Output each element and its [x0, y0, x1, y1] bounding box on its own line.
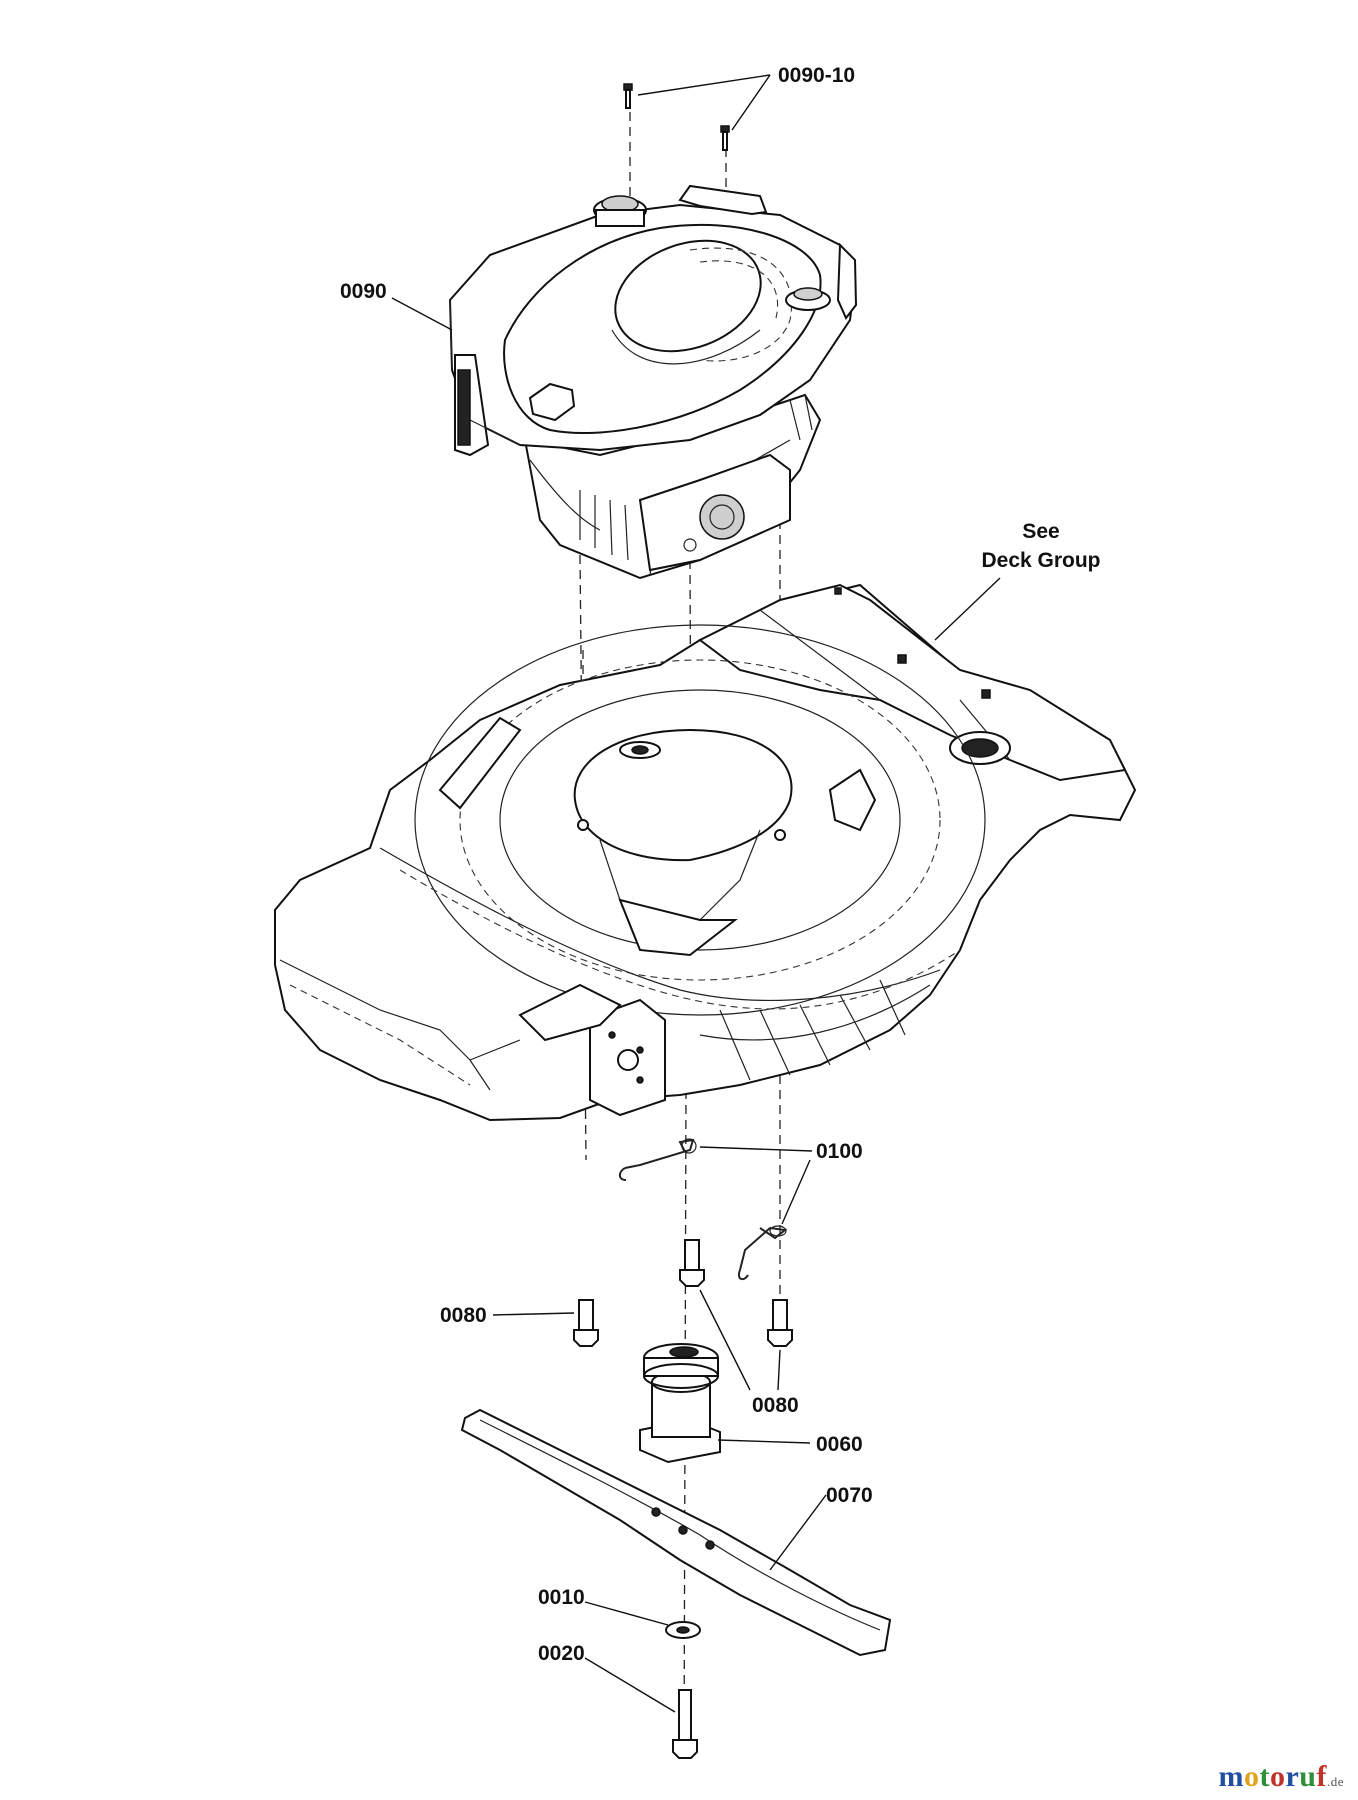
watermark-letter: u — [1299, 1760, 1317, 1793]
callout-see-deck-line2: Deck Group — [981, 549, 1100, 572]
blade-washer — [665, 1621, 701, 1639]
callout-0020: 0020 — [538, 1642, 585, 1665]
blade-adapter — [639, 1343, 721, 1464]
callout-0100: 0100 — [816, 1140, 863, 1163]
leader-lines — [391, 74, 1001, 1713]
watermark-letter: r — [1285, 1760, 1300, 1793]
callout-0060: 0060 — [816, 1433, 863, 1456]
baffle-spring-lower — [738, 1225, 788, 1281]
engine-screw-right — [720, 125, 730, 151]
callouts: 0090-10 0090 See Deck Group 0100 0080 00… — [340, 64, 1101, 1665]
baffle-spring-upper — [618, 1138, 697, 1181]
bolt-0080-left — [573, 1299, 599, 1347]
watermark-tld: .de — [1326, 1774, 1344, 1789]
callout-0090-10: 0090-10 — [778, 64, 855, 87]
watermark-letter: o — [1269, 1760, 1286, 1793]
blade-bolt — [672, 1689, 698, 1759]
callout-see-deck-line1: See — [1022, 520, 1059, 543]
watermark-letter: f — [1316, 1760, 1327, 1793]
mower-blade — [460, 1408, 892, 1657]
watermark-letters: motoruf — [1218, 1760, 1327, 1793]
motoruf-watermark-logo: motoruf.de — [1218, 1760, 1344, 1794]
callout-0010: 0010 — [538, 1586, 585, 1609]
bolt-0080-right — [767, 1299, 793, 1347]
callout-0090: 0090 — [340, 280, 387, 303]
watermark-letter: o — [1243, 1760, 1260, 1793]
callout-0080-left: 0080 — [440, 1304, 487, 1327]
callout-0070: 0070 — [826, 1484, 873, 1507]
bolt-0080-center — [679, 1239, 705, 1287]
watermark-letter: t — [1259, 1760, 1270, 1793]
callout-0080-bottom: 0080 — [752, 1394, 799, 1417]
mower-deck — [274, 583, 1137, 1122]
engine-screw-left — [623, 83, 633, 109]
engine-assembly — [448, 184, 858, 580]
watermark-letter: m — [1218, 1760, 1244, 1793]
